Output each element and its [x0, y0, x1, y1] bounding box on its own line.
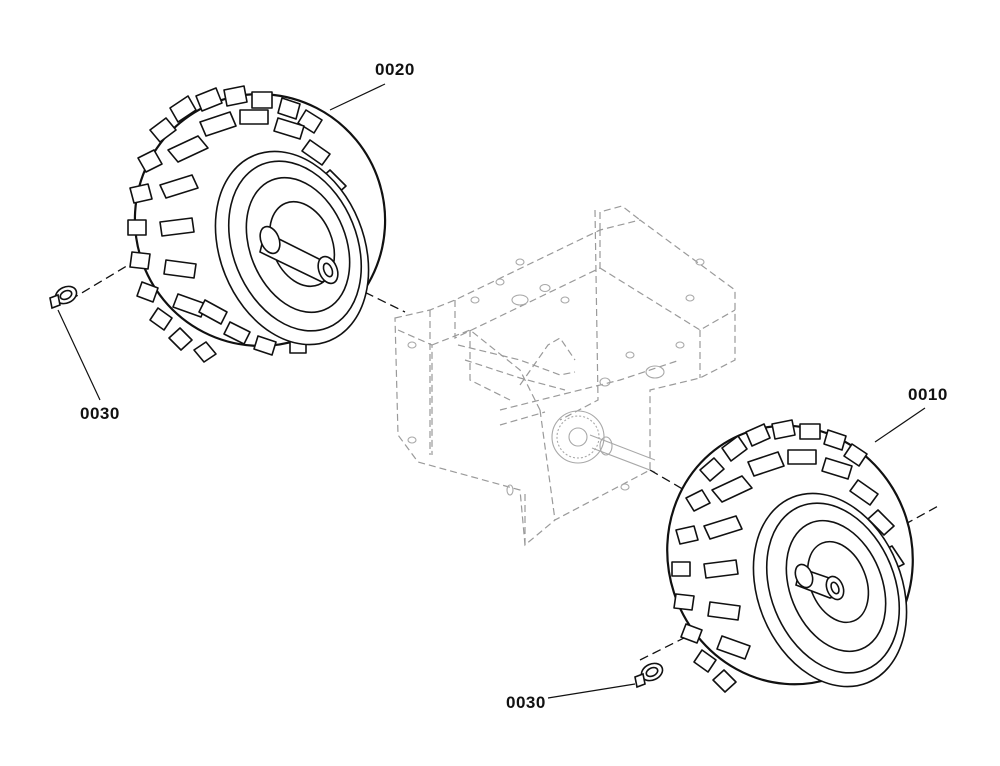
- clip-right: [634, 662, 664, 689]
- wheel-right: [666, 419, 914, 693]
- wheel-left: [127, 85, 387, 363]
- frame-housing: [394, 205, 736, 547]
- callout-wheel-left: 0020: [375, 60, 415, 79]
- callout-wheel-right: 0010: [908, 385, 948, 404]
- callout-clip-left: 0030: [80, 404, 120, 423]
- leader-lines: [57, 83, 926, 699]
- callout-clip-right: 0030: [506, 693, 546, 712]
- clip-left: [49, 285, 78, 310]
